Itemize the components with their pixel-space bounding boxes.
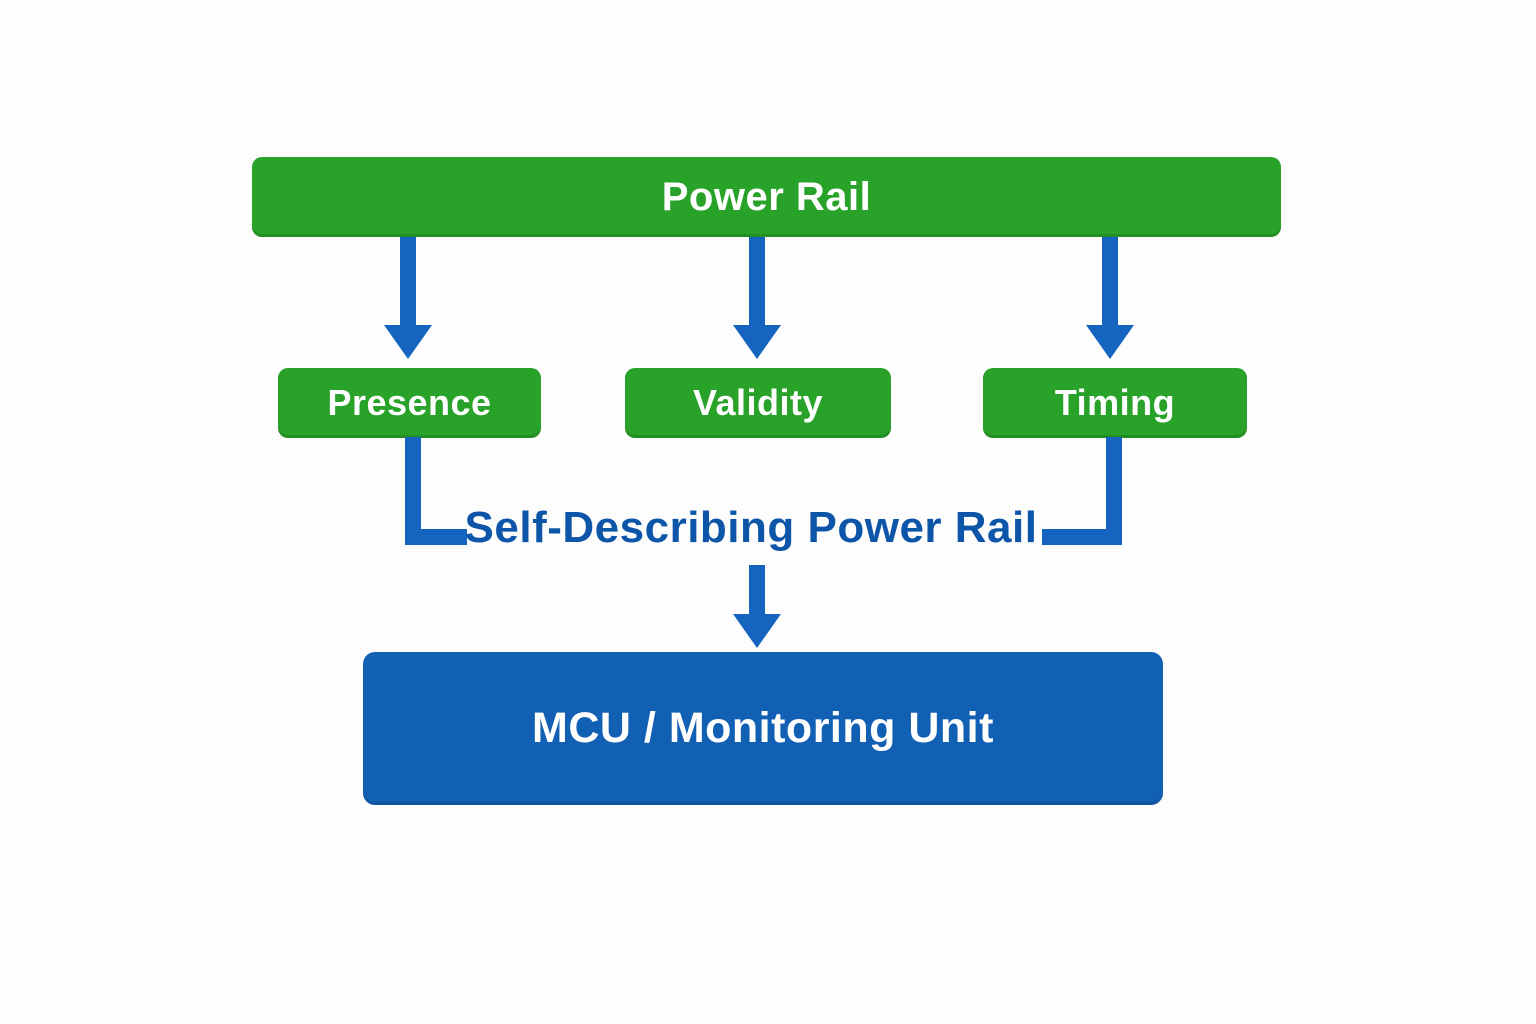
presence-node: Presence (278, 368, 541, 438)
arrow-down-icon (1086, 325, 1134, 359)
connector-timing-horizontal (1042, 529, 1122, 545)
power-rail-node: Power Rail (252, 157, 1281, 237)
validity-node: Validity (625, 368, 891, 438)
arrow-shaft (749, 237, 765, 326)
arrow-down-icon (733, 325, 781, 359)
mcu-monitoring-unit-node: MCU / Monitoring Unit (363, 652, 1163, 805)
arrow-shaft (400, 237, 416, 326)
arrow-down-icon (733, 614, 781, 648)
connector-presence-horizontal (405, 529, 467, 545)
arrow-shaft (1102, 237, 1118, 326)
self-describing-power-rail-label: Self-Describing Power Rail (464, 503, 1038, 552)
timing-node: Timing (983, 368, 1247, 438)
connector-timing-vertical (1106, 437, 1122, 545)
connector-presence-vertical (405, 437, 421, 545)
arrow-shaft (749, 565, 765, 615)
arrow-down-icon (384, 325, 432, 359)
